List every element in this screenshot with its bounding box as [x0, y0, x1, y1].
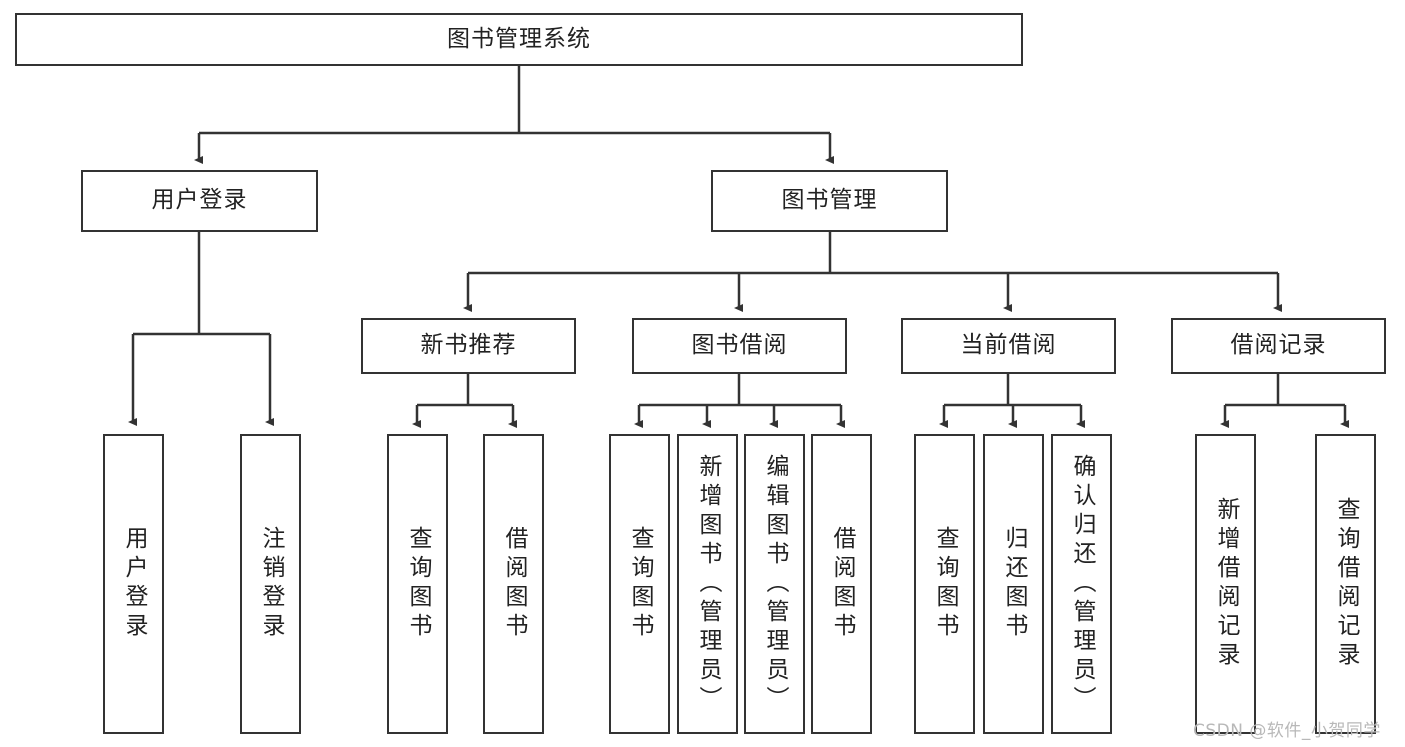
- node-root-book-management-system[interactable]: 图书管理系统: [15, 13, 1023, 66]
- node-label: 借阅记录: [1230, 332, 1327, 359]
- node-new-book-recommend[interactable]: 新书推荐: [361, 318, 576, 374]
- node-current-borrow[interactable]: 当前借阅: [901, 318, 1116, 374]
- leaf-label: 查询图书: [627, 526, 653, 642]
- node-label: 当前借阅: [960, 332, 1057, 359]
- leaf-borrow-record-query-record[interactable]: 查询借阅记录: [1315, 434, 1376, 734]
- leaf-new-book-query-book[interactable]: 查询图书: [387, 434, 448, 734]
- leaf-label: 查询借阅记录: [1333, 497, 1359, 671]
- leaf-current-borrow-confirm-return-admin[interactable]: 确认归还（管理员）: [1051, 434, 1112, 734]
- leaf-label: 查询图书: [405, 526, 431, 642]
- node-label: 图书管理系统: [447, 25, 591, 52]
- leaf-label: 新增借阅记录: [1213, 497, 1239, 671]
- leaf-user-login-login[interactable]: 用户登录: [103, 434, 164, 734]
- leaf-current-borrow-query-book[interactable]: 查询图书: [914, 434, 975, 734]
- node-label: 图书管理: [781, 187, 878, 214]
- leaf-label: 新增图书（管理员）: [695, 453, 721, 715]
- leaf-book-borrow-edit-book-admin[interactable]: 编辑图书（管理员）: [744, 434, 805, 734]
- node-book-borrow[interactable]: 图书借阅: [632, 318, 847, 374]
- leaf-book-borrow-query-book[interactable]: 查询图书: [609, 434, 670, 734]
- leaf-label: 借阅图书: [829, 526, 855, 642]
- node-label: 图书借阅: [691, 332, 788, 359]
- leaf-book-borrow-borrow-book[interactable]: 借阅图书: [811, 434, 872, 734]
- leaf-label: 注销登录: [258, 526, 284, 642]
- leaf-borrow-record-add-record[interactable]: 新增借阅记录: [1195, 434, 1256, 734]
- leaf-label: 查询图书: [932, 526, 958, 642]
- leaf-label: 确认归还（管理员）: [1069, 453, 1095, 715]
- leaf-new-book-borrow-book[interactable]: 借阅图书: [483, 434, 544, 734]
- leaf-label: 编辑图书（管理员）: [762, 453, 788, 715]
- leaf-label: 用户登录: [121, 526, 147, 642]
- node-borrow-record[interactable]: 借阅记录: [1171, 318, 1386, 374]
- leaf-label: 借阅图书: [501, 526, 527, 642]
- node-user-login[interactable]: 用户登录: [81, 170, 318, 232]
- leaf-label: 归还图书: [1001, 526, 1027, 642]
- node-label: 新书推荐: [420, 332, 517, 359]
- node-label: 用户登录: [151, 187, 248, 214]
- node-book-management[interactable]: 图书管理: [711, 170, 948, 232]
- leaf-current-borrow-return-book[interactable]: 归还图书: [983, 434, 1044, 734]
- csdn-watermark: CSDN @软件_小贺同学: [1193, 721, 1381, 741]
- leaf-book-borrow-add-book-admin[interactable]: 新增图书（管理员）: [677, 434, 738, 734]
- leaf-user-login-logout[interactable]: 注销登录: [240, 434, 301, 734]
